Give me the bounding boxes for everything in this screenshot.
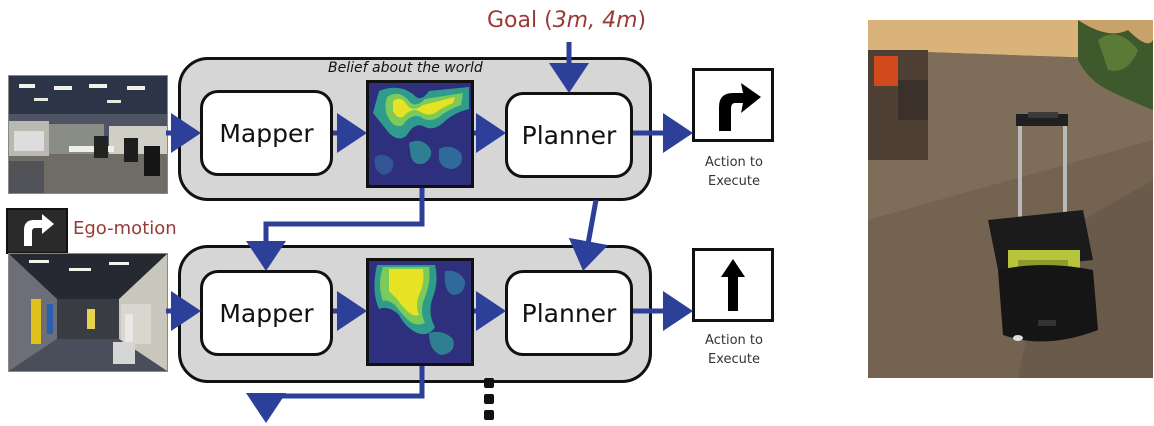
mapper-module-top: Mapper	[200, 90, 333, 176]
action-label-top: Action to Execute	[684, 153, 784, 191]
goal-suffix: )	[637, 8, 647, 33]
belief-caption: Belief about the world	[328, 60, 483, 76]
robot-photo	[868, 20, 1153, 378]
goal-prefix: Goal (	[487, 8, 553, 33]
belief-map-bottom	[366, 258, 474, 366]
action-box-top	[692, 68, 774, 142]
action-label-top-line2: Execute	[708, 174, 760, 189]
ellipsis-dot-1	[484, 378, 494, 388]
mapper-module-bottom: Mapper	[200, 270, 333, 356]
action-label-bottom-line2: Execute	[708, 352, 760, 367]
hallway-photo-bottom	[8, 253, 168, 372]
ego-motion-label: Ego-motion	[73, 218, 177, 239]
planner-module-bottom: Planner	[505, 270, 633, 356]
planner-module-top: Planner	[505, 92, 633, 178]
ellipsis-dot-3	[484, 410, 494, 420]
ellipsis-dot-2	[484, 394, 494, 404]
turn-right-arrow-icon	[719, 83, 761, 131]
action-label-top-line1: Action to	[705, 155, 763, 170]
forward-arrow-icon	[721, 259, 745, 311]
action-box-bottom	[692, 248, 774, 322]
office-photo-top	[8, 75, 168, 194]
action-label-bottom-line1: Action to	[705, 333, 763, 348]
action-label-bottom: Action to Execute	[684, 331, 784, 369]
goal-coords: 3m, 4m	[552, 8, 638, 33]
belief-map-top	[366, 80, 474, 188]
goal-label: Goal (3m, 4m)	[487, 8, 646, 33]
ego-motion-icon	[6, 208, 68, 254]
